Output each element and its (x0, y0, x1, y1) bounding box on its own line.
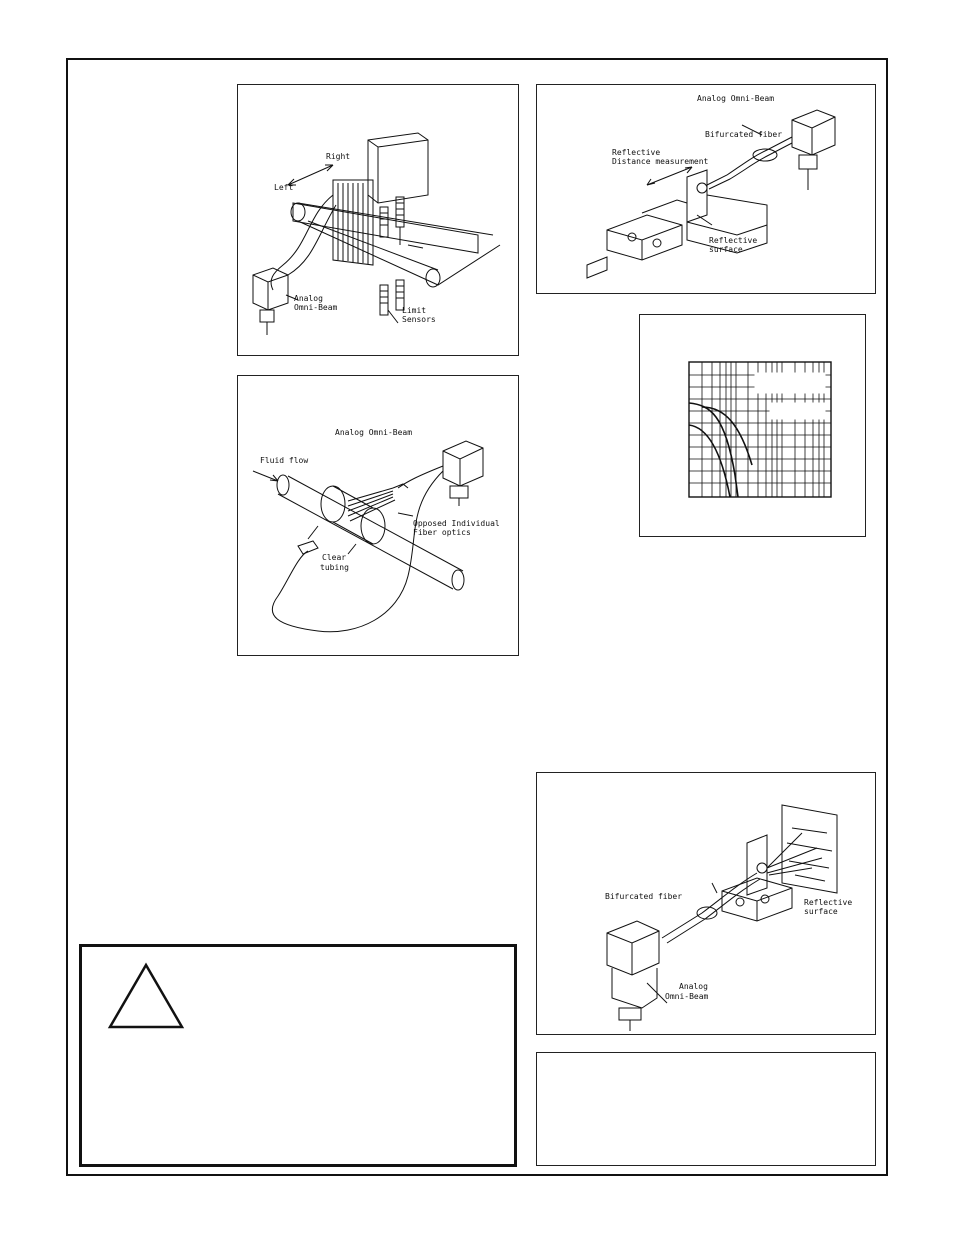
label-optics-2: Fiber optics (413, 528, 471, 537)
label-sensor-1: Analog (679, 982, 708, 991)
fluid-flow-illustration: Analog Omni-Beam Fluid flow Opposed Indi… (252, 428, 500, 633)
label-sensor: Analog Omni-Beam (697, 94, 774, 103)
label-sensor-2: Omni-Beam (665, 992, 709, 1001)
conveyor-illustration: Right Left Analog Omni-Beam Limit Sensor… (252, 132, 501, 335)
label-fiber: Bifurcated fiber (605, 892, 682, 901)
label-tubing-1: Clear (322, 553, 346, 562)
warning-triangle-icon (107, 962, 185, 1029)
figure-response-graph (639, 314, 866, 537)
label-surface-1: Reflective (804, 898, 852, 907)
caption-box (536, 1052, 876, 1166)
label-optics-1: Opposed Individual (413, 519, 500, 528)
label-sensor-1: Analog (294, 294, 323, 303)
label-measure-1: Reflective (612, 148, 660, 157)
label-surface-2: surface (709, 245, 743, 254)
response-graph-illustration (688, 361, 832, 498)
label-measure-2: Distance measurement (612, 157, 709, 166)
label-right: Right (326, 152, 350, 161)
label-surface-2: surface (804, 907, 838, 916)
label-sensor-2: Omni-Beam (294, 303, 338, 312)
page-frame (66, 58, 888, 1176)
figure-reflective-distance: Analog Omni-Beam Bifurcated fiber Reflec… (536, 84, 876, 294)
reflective-distance-illustration: Analog Omni-Beam Bifurcated fiber Reflec… (586, 94, 836, 279)
figure-surface-reflect: Bifurcated fiber Reflective surface Anal… (536, 772, 876, 1035)
surface-reflect-illustration: Bifurcated fiber Reflective surface Anal… (605, 804, 852, 1031)
label-sensor: Analog Omni-Beam (335, 428, 412, 437)
label-flow: Fluid flow (260, 456, 308, 465)
label-fiber: Bifurcated fiber (705, 130, 782, 139)
figure-conveyor: Right Left Analog Omni-Beam Limit Sensor… (237, 84, 519, 356)
label-surface-1: Reflective (709, 236, 757, 245)
warning-box (79, 944, 517, 1167)
figure-fluid-flow: Analog Omni-Beam Fluid flow Opposed Indi… (237, 375, 519, 656)
label-left: Left (274, 183, 293, 192)
label-limit-1: Limit (402, 306, 426, 315)
label-tubing-2: tubing (320, 563, 349, 572)
label-limit-2: Sensors (402, 315, 436, 324)
